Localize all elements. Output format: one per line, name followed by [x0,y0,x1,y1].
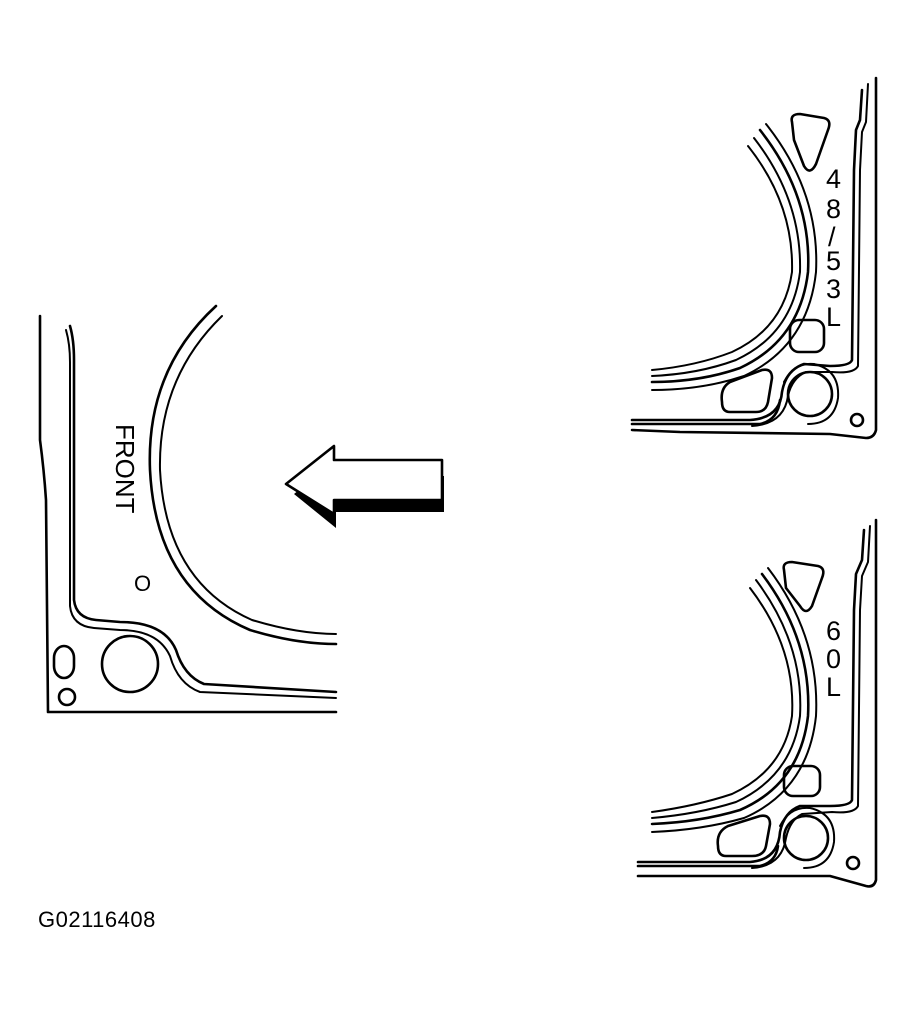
gasket-top-right-stamp: 4 8 / 5 3 L [826,164,841,332]
gasket-left-inner-border-2 [65,329,337,699]
gasket-left-outer-edge [38,314,338,714]
gasket-bottom-right-stamp: 6 0 L [826,616,841,702]
gasket-bottom-right-small-hole [845,855,861,871]
stamp-char: 3 [826,274,841,304]
gasket-left-small-hole [57,687,77,707]
gasket-left-oval-port [52,644,76,680]
gasket-bottom-right-bore-outer [650,572,810,826]
figure-id-label: G02116408 [38,907,156,932]
stamp-char: L [826,672,841,702]
gasket-top-right-left-port [720,368,774,414]
stamp-char: 4 [826,164,841,194]
gasket-top-right-small-hole [849,412,865,428]
stamp-char: 8 [826,194,841,224]
gasket-left-inner-border [68,324,338,694]
stamp-char: 0 [826,644,841,674]
gasket-bottom-right-bore-inner [651,587,794,813]
gasket-top-right-bore-inner [651,145,794,371]
gasket-top-right-top-port [790,112,831,172]
gasket-top-right-inner-border-2 [751,83,869,427]
gasket-left: O FRONT [38,304,338,714]
stamp-char: 5 [826,246,841,276]
gasket-bottom-right-hole-surround [779,806,836,869]
gasket-top-right-outer-edge [630,76,878,440]
gasket-top-right-square-port [788,318,826,354]
stamp-char: L [826,302,841,332]
arrow-left-icon [284,444,444,528]
gasket-bottom-right-bore-mid [651,579,802,819]
gasket-top-right: 4 8 / 5 3 L [630,76,878,440]
gasket-bottom-right-top-port [782,560,825,613]
gasket-top-right-hole-surround [783,362,840,425]
gasket-left-front-label: FRONT [110,424,140,514]
gasket-bottom-right-square-port [782,764,822,798]
gasket-bottom-right: 6 0 L [636,518,878,888]
gasket-top-right-large-hole [786,370,834,418]
gasket-left-small-mark: O [134,571,151,596]
gasket-bottom-right-outer-edge [636,518,878,888]
gasket-left-large-hole [100,634,160,694]
gasket-bottom-right-left-port [716,814,772,858]
gasket-left-bore-ring-outer [148,304,338,646]
stamp-char: 6 [826,616,841,646]
gasket-top-right-bore-mid [651,137,802,377]
gasket-bottom-right-large-hole [782,814,830,862]
arrow-body [284,444,444,516]
gasket-left-bore-ring-inner [158,315,337,635]
gasket-top-right-bore-outer [650,128,810,384]
stamp-char: / [828,222,836,252]
